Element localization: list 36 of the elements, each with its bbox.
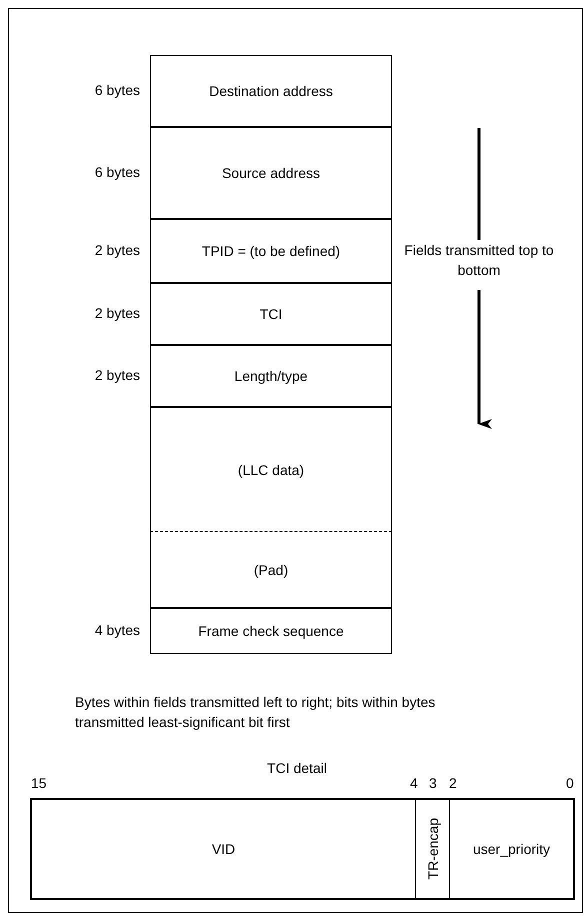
byte-size-label: 6 bytes	[94, 164, 140, 180]
byte-size-label: 2 bytes	[94, 305, 140, 321]
frame-field	[150, 219, 392, 283]
field-name: VID	[212, 841, 236, 857]
field-name: TR-encap	[424, 818, 440, 880]
field-name: (Pad)	[254, 562, 288, 578]
frame-field	[150, 55, 392, 127]
bit-field	[415, 798, 450, 900]
bit-number: 3	[429, 775, 437, 791]
field-name: TCI	[260, 306, 282, 322]
bit-number: 0	[566, 775, 574, 791]
section-title: TCI detail	[267, 760, 327, 776]
note-text: Bytes within fields transmitted left to right; bits within bytes transmitted least-significant bit first	[75, 693, 436, 732]
frame-field	[150, 407, 392, 531]
field-name: Frame check sequence	[198, 623, 344, 639]
bit-field	[449, 798, 575, 900]
field-name: user_priority	[472, 841, 550, 857]
field-name: Destination address	[209, 83, 333, 99]
frame-field	[150, 127, 392, 219]
field-name: TPID = (to be defined)	[202, 243, 340, 259]
note-text: Fields transmitted top to bottom	[404, 241, 554, 280]
field-name: Source address	[222, 165, 320, 181]
field-name: (LLC data)	[238, 462, 304, 478]
byte-size-label: 6 bytes	[94, 82, 140, 98]
field-name: Length/type	[234, 368, 308, 384]
byte-size-label: 4 bytes	[94, 622, 140, 638]
frame-field	[150, 345, 392, 407]
byte-size-label: 2 bytes	[94, 242, 140, 258]
bit-number: 2	[449, 775, 457, 791]
bit-number: 4	[410, 775, 418, 791]
bit-number: 15	[31, 775, 47, 791]
frame-field	[150, 283, 392, 345]
frame-field	[150, 531, 392, 608]
bit-field	[30, 798, 416, 900]
frame-field	[150, 608, 392, 654]
byte-size-label: 2 bytes	[94, 367, 140, 383]
